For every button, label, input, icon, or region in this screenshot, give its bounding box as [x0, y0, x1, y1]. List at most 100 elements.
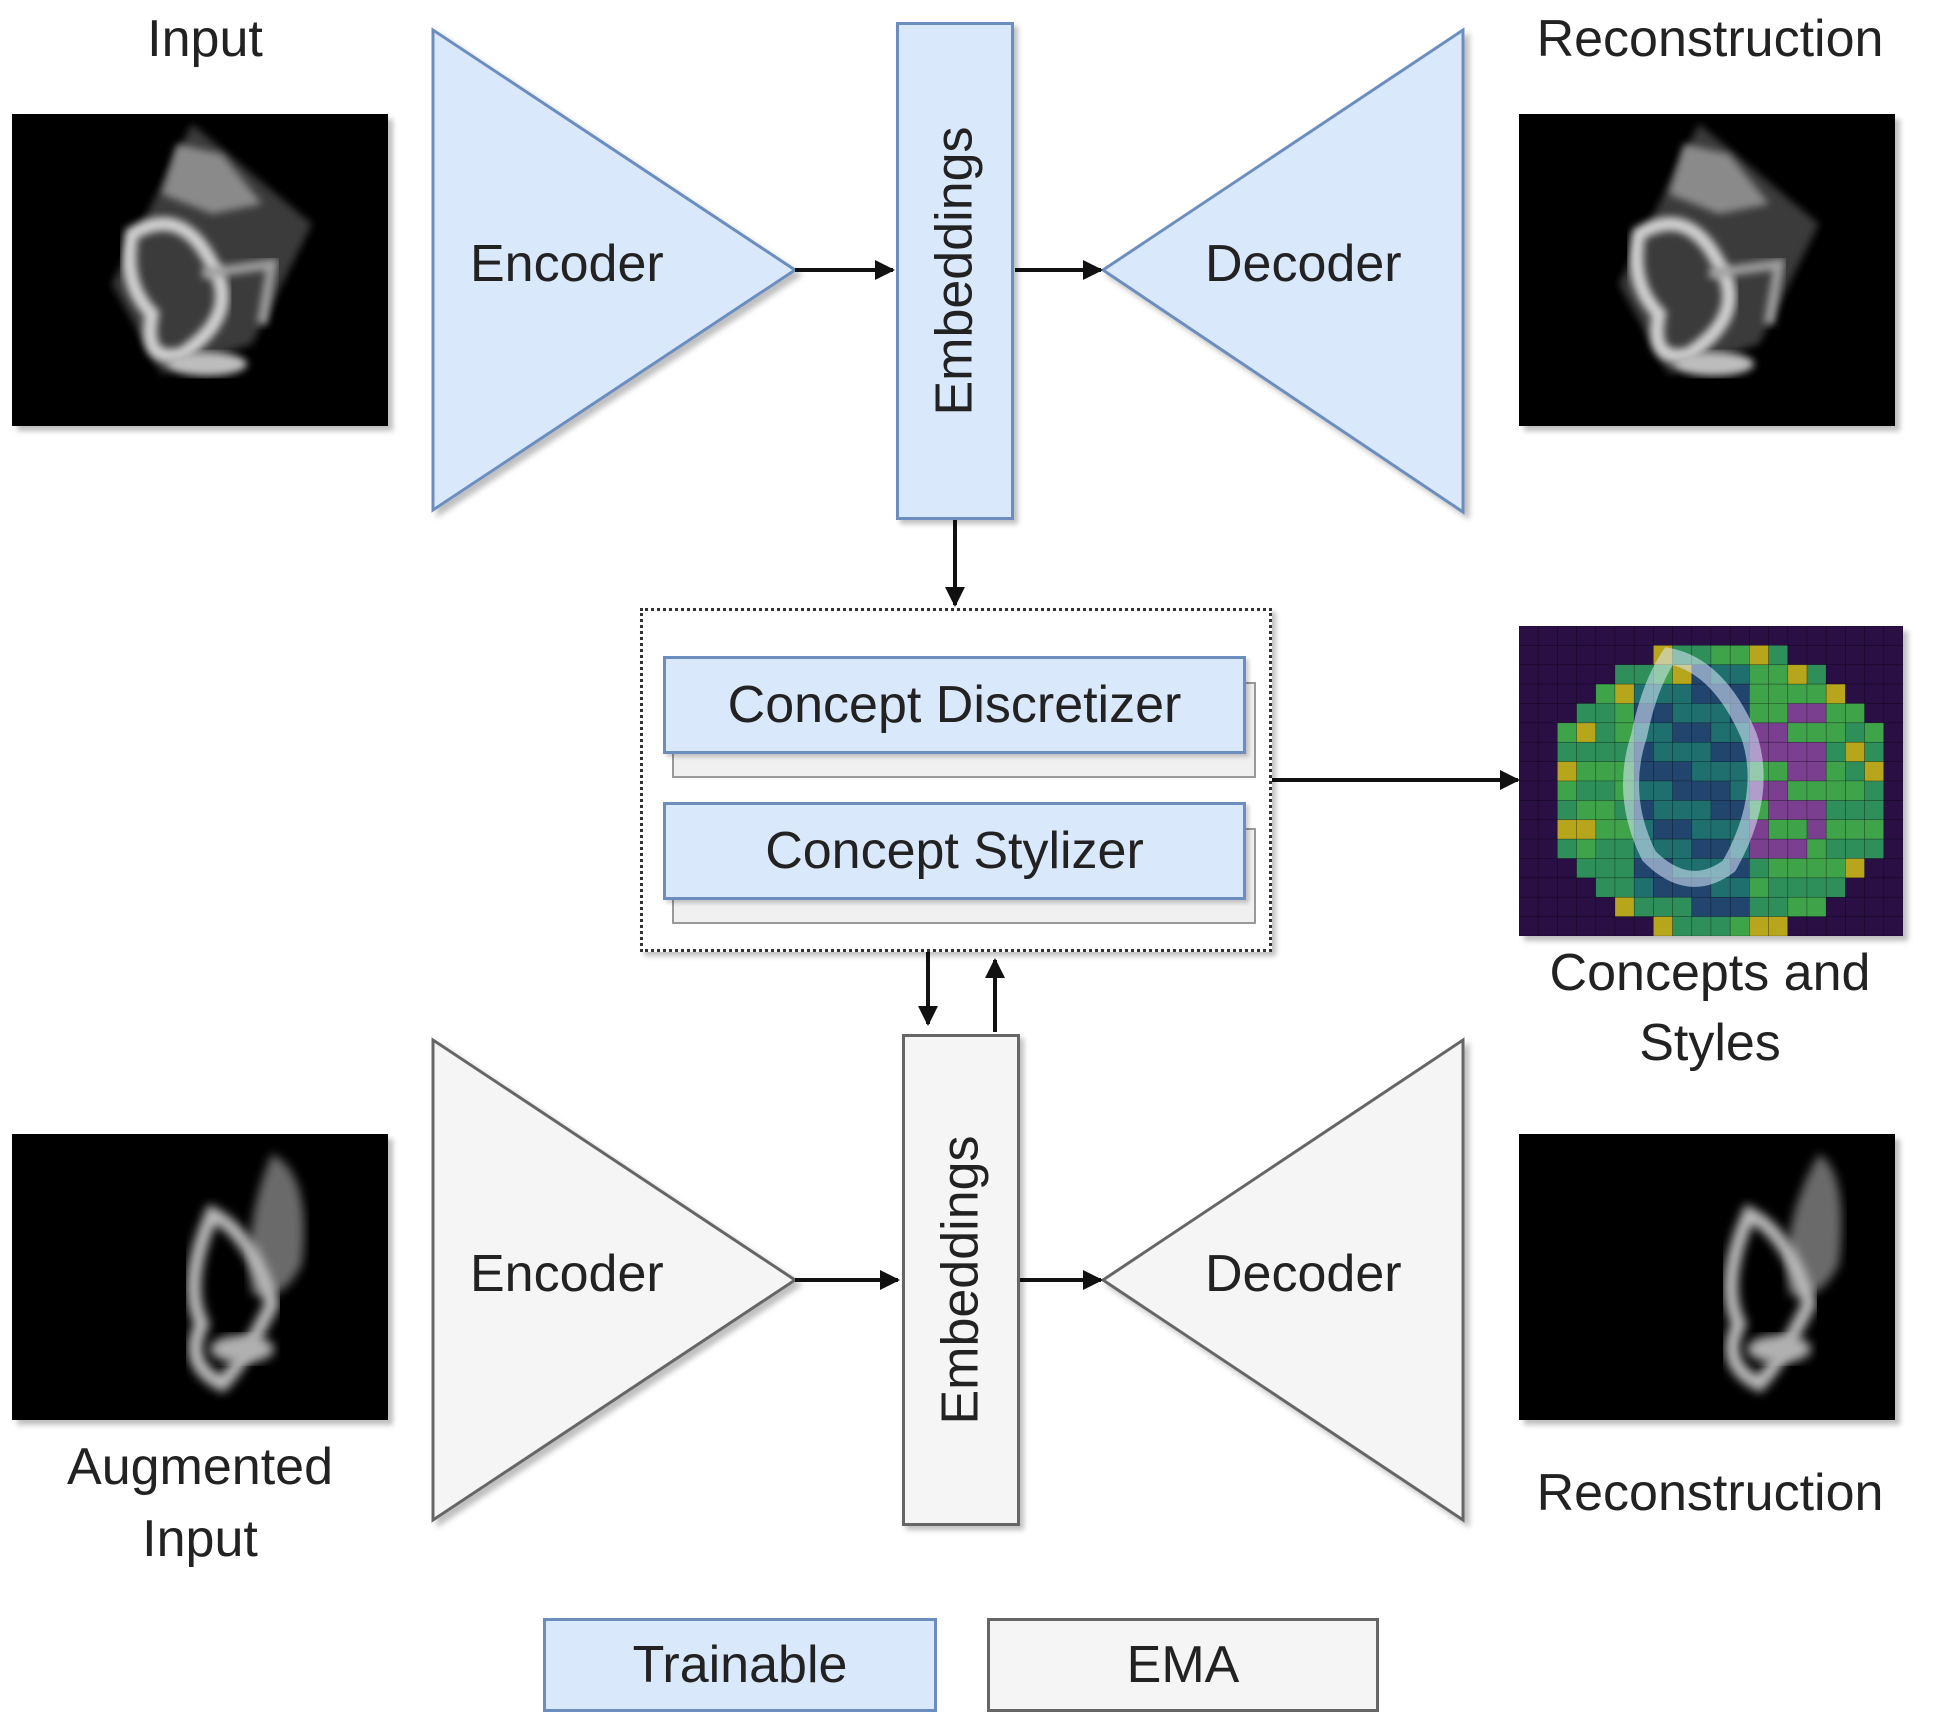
- heatmap-cell: [1883, 838, 1903, 859]
- heatmap-cell: [1864, 838, 1885, 859]
- heatmap-cell: [1710, 645, 1731, 666]
- bottom-embeddings-label: Embeddings: [932, 1135, 991, 1425]
- heatmap-cell: [1557, 877, 1577, 898]
- heatmap-cell: [1845, 645, 1865, 666]
- heatmap-cell: [1768, 645, 1789, 666]
- heatmap-cell: [1537, 819, 1558, 840]
- heatmap-cell: [1557, 819, 1577, 840]
- top-encoder-label: Encoder: [470, 235, 664, 293]
- heatmap-cell: [1710, 761, 1731, 782]
- heatmap-cell: [1672, 703, 1693, 724]
- heatmap-cell: [1672, 916, 1693, 936]
- heatmap-cell: [1595, 626, 1616, 646]
- heatmap-cell: [1691, 626, 1712, 646]
- reconstruction-top-label: Reconstruction: [1536, 10, 1884, 68]
- heatmap-cell: [1749, 877, 1769, 898]
- heatmap-cell: [1653, 626, 1673, 646]
- heatmap-cell: [1595, 645, 1616, 666]
- heatmap-cell: [1710, 626, 1731, 646]
- heatmap-cell: [1537, 761, 1558, 782]
- heatmap-cell: [1691, 896, 1712, 917]
- heatmap-cell: [1595, 780, 1616, 801]
- heatmap-cell: [1845, 800, 1865, 821]
- top-embeddings-label: Embeddings: [926, 126, 985, 416]
- bottom-embeddings-block: Embeddings: [902, 1034, 1020, 1526]
- heatmap-cell: [1710, 819, 1731, 840]
- heatmap-cell: [1557, 626, 1577, 646]
- heatmap-cell: [1883, 645, 1903, 666]
- heatmap-cell: [1883, 877, 1903, 898]
- heatmap-cell: [1537, 780, 1558, 801]
- heatmap-cell: [1768, 819, 1789, 840]
- heatmap-cell: [1557, 703, 1577, 724]
- heatmap-cell: [1749, 838, 1769, 859]
- heatmap-cell: [1691, 722, 1712, 743]
- top-decoder-shape: [1100, 27, 1465, 515]
- heatmap-cell: [1787, 800, 1808, 821]
- heatmap-cell: [1768, 896, 1789, 917]
- heatmap-cell: [1749, 664, 1769, 685]
- heatmap-cell: [1595, 722, 1616, 743]
- heatmap-cell: [1768, 664, 1789, 685]
- heatmap-cell: [1806, 858, 1827, 879]
- heatmap-cell: [1787, 916, 1808, 936]
- bottom-encoder-shape: [431, 1037, 798, 1523]
- augmented-input-label-line1: Augmented: [67, 1438, 333, 1496]
- heatmap-cell: [1883, 683, 1903, 704]
- heatmap-cell: [1633, 626, 1654, 646]
- heatmap-cell: [1557, 780, 1577, 801]
- heatmap-cell: [1576, 683, 1597, 704]
- heatmap-cell: [1710, 800, 1731, 821]
- heatmap-cell: [1576, 858, 1597, 879]
- heatmap-cell: [1864, 916, 1885, 936]
- concept-discretizer-label: Concept Discretizer: [727, 676, 1182, 734]
- heatmap-cell: [1806, 819, 1827, 840]
- augmented-input-image: [12, 1134, 388, 1420]
- heatmap-cell: [1633, 645, 1654, 666]
- heatmap-cell: [1864, 722, 1885, 743]
- heatmap-cell: [1749, 858, 1769, 879]
- heatmap-cell: [1825, 645, 1846, 666]
- heatmap-cell: [1729, 664, 1750, 685]
- heatmap-cell: [1806, 800, 1827, 821]
- heatmap-cell: [1787, 645, 1808, 666]
- reconstruction-bottom-image: [1519, 1134, 1895, 1420]
- heatmap-cell: [1806, 761, 1827, 782]
- heatmap-cell: [1883, 858, 1903, 879]
- heatmap-cell: [1557, 741, 1577, 762]
- heatmap-cell: [1595, 819, 1616, 840]
- heatmap-cell: [1614, 683, 1635, 704]
- concepts-label-line1: Concepts and: [1549, 944, 1871, 1002]
- heatmap-cell: [1825, 780, 1846, 801]
- bottom-encoder-label: Encoder: [470, 1245, 664, 1303]
- augmented-input-label-line2: Input: [142, 1510, 258, 1568]
- heatmap-cell: [1768, 722, 1789, 743]
- heatmap-cell: [1825, 761, 1846, 782]
- heatmap-cell: [1653, 722, 1673, 743]
- heatmap-cell: [1576, 838, 1597, 859]
- heatmap-cell: [1883, 916, 1903, 936]
- heatmap-cell: [1595, 703, 1616, 724]
- input-label: Input: [147, 10, 263, 68]
- heatmap-cell: [1729, 896, 1750, 917]
- heatmap-cell: [1576, 703, 1597, 724]
- concepts-heatmap-image: [1519, 626, 1903, 936]
- heatmap-cell: [1537, 858, 1558, 879]
- heatmap-cell: [1864, 703, 1885, 724]
- heatmap-cell: [1768, 703, 1789, 724]
- heatmap-cell: [1595, 664, 1616, 685]
- heatmap-cell: [1749, 683, 1769, 704]
- concept-discretizer-block: Concept Discretizer: [663, 656, 1246, 754]
- heatmap-cell: [1710, 896, 1731, 917]
- heatmap-cell: [1614, 877, 1635, 898]
- heatmap-cell: [1595, 683, 1616, 704]
- heatmap-cell: [1519, 896, 1539, 917]
- heatmap-cell: [1537, 896, 1558, 917]
- heatmap-cell: [1864, 877, 1885, 898]
- heatmap-cell: [1537, 664, 1558, 685]
- heatmap-cell: [1519, 800, 1539, 821]
- heatmap-cell: [1845, 683, 1865, 704]
- heatmap-cell: [1729, 916, 1750, 936]
- heatmap-overlay: [1623, 647, 1764, 887]
